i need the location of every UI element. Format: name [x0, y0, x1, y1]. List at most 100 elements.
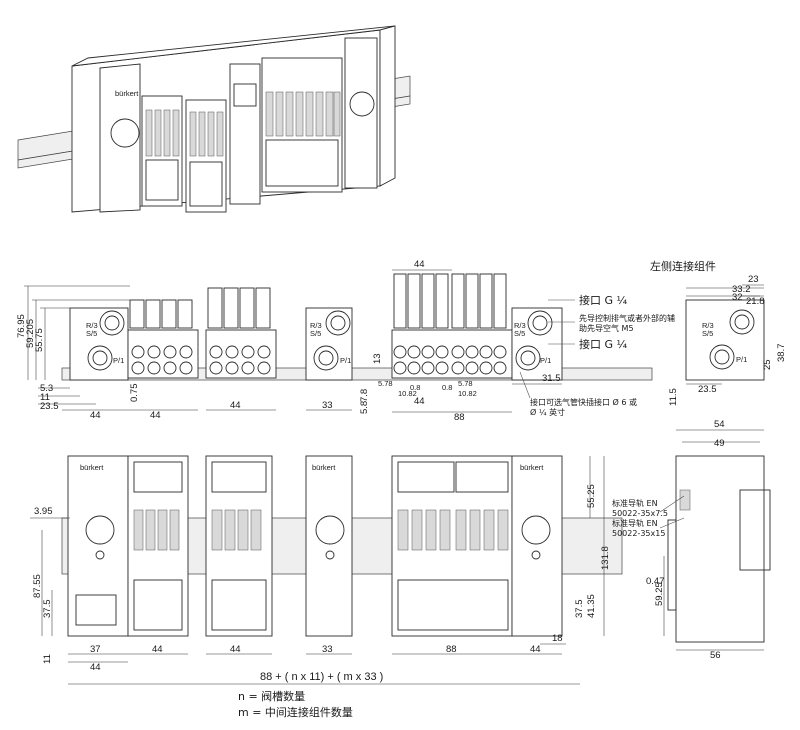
svg-text:R/3: R/3: [310, 321, 322, 330]
isometric-view: bürkert bürkert: [17, 25, 411, 213]
callout-push-in-2: Ø ¼ 英寸: [530, 407, 565, 417]
svg-text:bürkert: bürkert: [312, 463, 336, 472]
svg-text:44: 44: [230, 400, 241, 411]
svg-text:54: 54: [714, 419, 725, 430]
svg-text:32: 32: [732, 292, 743, 303]
iso-valve-bank-2: [185, 99, 227, 213]
callout-push-in: 接口可选气管快插接口 Ø 6 或: [530, 397, 637, 407]
svg-text:44: 44: [90, 410, 101, 421]
bottom-middle-module: bürkert: [305, 455, 353, 637]
bottom-front-view: bürkert bürkert: [30, 455, 623, 719]
svg-text:88: 88: [446, 644, 457, 655]
bottom-valve-bank-a: [127, 455, 189, 637]
callout-port-g-lower: 接口 G ¼: [579, 338, 628, 351]
svg-text:44: 44: [414, 259, 425, 270]
svg-text:10.82: 10.82: [458, 389, 477, 398]
svg-text:11: 11: [42, 654, 53, 664]
svg-text:bürkert: bürkert: [520, 463, 544, 472]
bottom-right-end-module: bürkert: [511, 455, 563, 637]
svg-text:5.78: 5.78: [458, 379, 473, 388]
svg-text:P/1: P/1: [540, 356, 551, 365]
svg-text:33: 33: [322, 644, 333, 655]
callout-pilot-exhaust: 先导控制排气或者外部的辅: [579, 313, 675, 323]
svg-text:11.5: 11.5: [668, 388, 679, 406]
bottom-valve-bank-c: [391, 455, 513, 637]
svg-text:88: 88: [454, 412, 465, 423]
iso-left-round-port: [110, 118, 140, 148]
legend-n: n = 阀槽数量: [238, 689, 305, 703]
front-label-p: P/1: [113, 356, 124, 365]
front-valve-bank-c: [391, 273, 513, 379]
svg-text:25: 25: [762, 359, 773, 370]
dim-59-205: 59.205: [25, 319, 36, 348]
front-view: R/3 S/5 P/1 R/3 S/5 P/1: [16, 259, 675, 423]
svg-text:37: 37: [90, 644, 101, 655]
rail-label-1: 标准导轨 EN: [612, 498, 658, 508]
iso-valve-bank-3: [261, 57, 343, 193]
svg-text:5.8: 5.8: [359, 401, 370, 414]
svg-text:44: 44: [530, 644, 541, 655]
svg-text:44: 44: [230, 644, 241, 655]
dim-55-75: 55.75: [34, 328, 45, 352]
iso-middle-module: [229, 63, 261, 205]
svg-text:33: 33: [322, 400, 333, 411]
rail-label-2b: 50022-35x15: [612, 529, 665, 538]
rail-label-2: 标准导轨 EN: [612, 518, 658, 528]
svg-text:0.8: 0.8: [410, 383, 420, 392]
svg-text:10.82: 10.82: [398, 389, 417, 398]
svg-text:S/5: S/5: [310, 329, 321, 338]
front-valve-bank-b: [205, 287, 277, 379]
left-connection-side-view: 左侧连接组件 R/3 S/5 P/1 23 21.8 33.2 32 25 38…: [650, 259, 787, 406]
svg-text:bürkert: bürkert: [80, 463, 104, 472]
front-label-ss: S/5: [86, 329, 97, 338]
svg-text:S/5: S/5: [514, 329, 525, 338]
iso-right-end-module: [344, 37, 378, 189]
svg-text:41.35: 41.35: [586, 594, 597, 618]
svg-text:R/3: R/3: [514, 321, 526, 330]
iso-left-end-module: [99, 63, 141, 213]
svg-text:P/1: P/1: [340, 356, 351, 365]
svg-text:59.25: 59.25: [654, 582, 665, 606]
svg-text:44: 44: [414, 396, 425, 407]
svg-text:0.75: 0.75: [129, 384, 140, 403]
svg-text:18: 18: [552, 633, 563, 644]
callout-port-g-upper: 接口 G ¼: [579, 294, 628, 307]
front-middle-module: R/3 S/5 P/1: [305, 307, 353, 381]
svg-text:37.5: 37.5: [574, 600, 585, 619]
dim-3-95: 3.95: [34, 506, 53, 517]
length-formula: 88 + ( n x 11) + ( m x 33 ): [260, 671, 383, 683]
svg-text:37.5: 37.5: [42, 600, 53, 619]
svg-text:R/3: R/3: [702, 321, 714, 330]
svg-text:5.78: 5.78: [378, 379, 393, 388]
svg-text:11: 11: [40, 392, 50, 403]
front-left-end-plate: R/3 S/5 P/1: [69, 307, 129, 381]
svg-text:21.8: 21.8: [746, 296, 765, 307]
rail-label-1b: 50022-35x7.5: [612, 509, 668, 518]
iso-brand-logo-left: bürkert: [115, 89, 139, 98]
svg-text:23.5: 23.5: [40, 401, 59, 412]
bottom-valve-bank-b: [205, 455, 273, 637]
dim-76-95: 76.95: [16, 314, 27, 338]
svg-text:55.25: 55.25: [586, 484, 597, 508]
svg-text:87.55: 87.55: [32, 574, 43, 598]
svg-text:0.47: 0.47: [646, 576, 665, 587]
callout-pilot-exhaust-2: 助先导空气 M5: [579, 323, 634, 333]
front-right-dimensions: 44 88 7.8 5.8 13 5.78 0.8 10.82 5.78 0.8…: [359, 259, 675, 423]
svg-text:S/5: S/5: [702, 329, 713, 338]
svg-text:56: 56: [710, 650, 721, 661]
front-valve-bank-a: [127, 299, 199, 379]
bottom-left-end-module: bürkert: [67, 455, 129, 637]
svg-text:23.5: 23.5: [698, 384, 717, 395]
svg-text:0.8: 0.8: [442, 383, 452, 392]
svg-text:7.8: 7.8: [359, 389, 370, 402]
svg-text:5.3: 5.3: [40, 383, 53, 394]
svg-text:131.8: 131.8: [600, 546, 611, 570]
iso-right-face: [379, 25, 396, 187]
svg-text:31.5: 31.5: [542, 373, 561, 384]
iso-valve-bank-1: [141, 95, 183, 207]
svg-text:44: 44: [152, 644, 163, 655]
svg-text:13: 13: [372, 353, 383, 364]
front-label-rs: R/3: [86, 321, 98, 330]
svg-text:P/1: P/1: [736, 355, 747, 364]
svg-text:23: 23: [748, 274, 759, 285]
